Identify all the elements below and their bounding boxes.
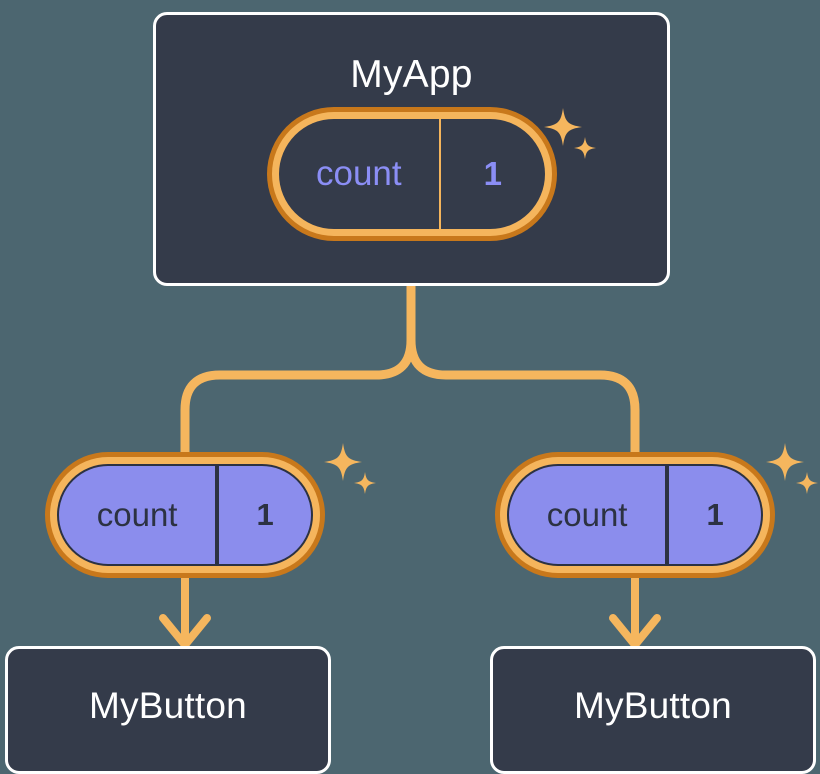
state-pill-myapp[interactable]: count 1: [267, 107, 557, 241]
sparkle-four-point-small-icon: [796, 472, 818, 494]
state-pill-value: 1: [438, 119, 545, 229]
component-card-mybutton-right-label: MyButton: [574, 685, 732, 726]
state-pill-value: 1: [665, 466, 761, 564]
state-pill-body: count 1: [507, 464, 763, 566]
arrow-down-icon-left: [159, 574, 211, 649]
state-pill-body: count 1: [57, 464, 313, 566]
state-pill-inner-ring: count 1: [500, 457, 770, 573]
connector-branch-left: [180, 335, 416, 457]
component-card-mybutton-left[interactable]: MyButton: [5, 646, 331, 774]
state-pill-inner-ring: count 1: [272, 112, 552, 236]
state-pill-child-left[interactable]: count 1: [45, 452, 325, 578]
state-pill-inner-ring: count 1: [50, 457, 320, 573]
sparkle-four-point-icon: [766, 443, 804, 481]
connector-branch-right: [406, 335, 640, 457]
component-card-mybutton-right[interactable]: MyButton: [490, 646, 816, 774]
state-pill-key: count: [546, 496, 628, 533]
component-card-myapp-label: MyApp: [350, 53, 473, 96]
sparkle-four-point-small-icon: [354, 472, 376, 494]
state-pill-key: count: [96, 496, 178, 533]
state-pill-value: 1: [215, 466, 311, 564]
sparkle-group-left: [324, 443, 376, 494]
state-pill-key: count: [315, 154, 402, 193]
sparkle-group-right: [766, 443, 818, 494]
sparkle-four-point-icon: [324, 443, 362, 481]
state-pill-child-right[interactable]: count 1: [495, 452, 775, 578]
arrow-down-icon-right: [609, 574, 661, 649]
component-card-mybutton-left-label: MyButton: [89, 685, 247, 726]
state-pill-body: count 1: [279, 119, 545, 229]
